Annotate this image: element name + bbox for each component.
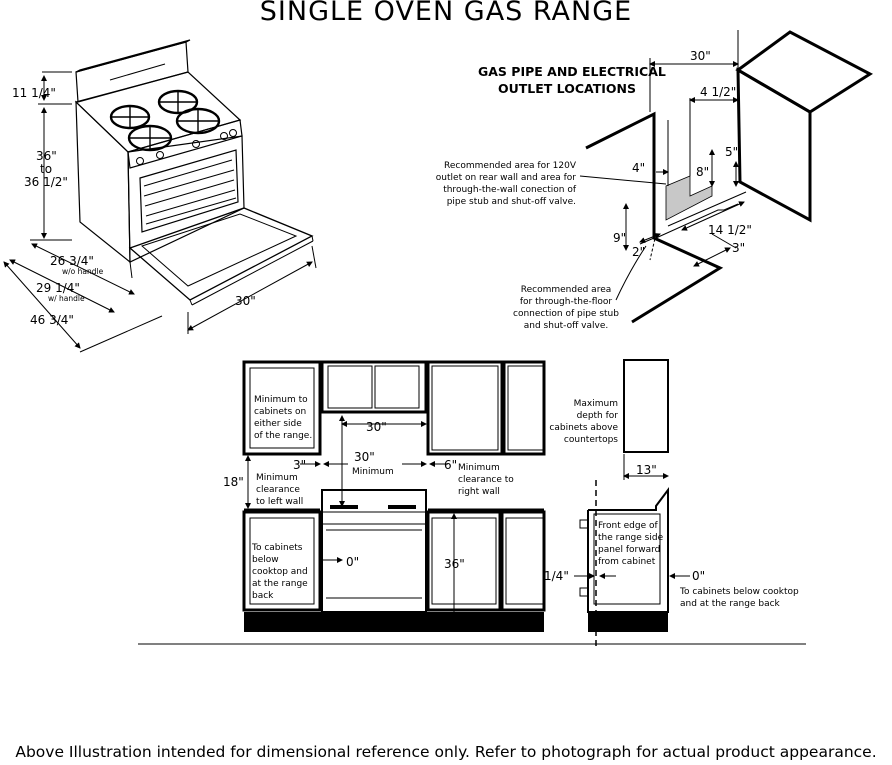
range-width-label: 30" xyxy=(235,294,256,308)
gas-pipe-heading-1: GAS PIPE AND ELECTRICAL xyxy=(478,64,666,79)
svg-text:Minimum to: Minimum to xyxy=(254,395,308,405)
depth-no-handle-note: w/o handle xyxy=(62,267,104,276)
svg-text:Minimum: Minimum xyxy=(256,473,298,483)
top-height-label: 11 1/4" xyxy=(12,86,56,100)
svg-text:cabinets on: cabinets on xyxy=(254,407,306,417)
left-clear-note: Minimum clearance to left wall xyxy=(256,473,303,507)
gas-dim-5: 5" xyxy=(725,145,738,159)
svg-text:of the range.: of the range. xyxy=(254,431,312,441)
svg-text:depth for: depth for xyxy=(577,411,619,421)
wall-outlet-note: Recommended area for 120V outlet on rear… xyxy=(436,161,577,207)
svg-text:at the range: at the range xyxy=(252,579,308,589)
svg-text:Recommended area: Recommended area xyxy=(521,285,612,295)
height-18-label: 18" xyxy=(223,475,244,489)
svg-text:below: below xyxy=(252,555,279,565)
svg-text:from cabinet: from cabinet xyxy=(598,557,656,567)
gas-dim-8: 8" xyxy=(696,165,709,179)
gas-dim-2: 2" xyxy=(632,245,645,259)
svg-text:the range side: the range side xyxy=(598,533,664,543)
side-depth-13: 13" xyxy=(636,463,657,477)
svg-text:To cabinets below cooktop: To cabinets below cooktop xyxy=(679,587,799,597)
depth-door-open-label: 46 3/4" xyxy=(30,313,74,327)
right-clear-note: Minimum clearance to right wall xyxy=(458,463,514,497)
install-min-30: 30" xyxy=(354,450,375,464)
svg-text:cabinets above: cabinets above xyxy=(549,423,618,433)
depth-handle-label: 29 1/4" xyxy=(36,281,80,295)
gas-dim-14-half: 14 1/2" xyxy=(708,223,752,237)
height-label-2: to xyxy=(40,162,52,176)
counter-height-label: 36" xyxy=(444,557,465,571)
gas-width-label: 30" xyxy=(690,49,711,63)
side-below-note: To cabinets below cooktop and at the ran… xyxy=(679,587,799,609)
disclaimer-footer: Above Illustration intended for dimensio… xyxy=(15,743,877,761)
knob-icons xyxy=(136,129,237,165)
side-zero: 0" xyxy=(692,569,705,583)
svg-text:outlet on rear wall and area f: outlet on rear wall and area for xyxy=(436,173,576,183)
svg-text:clearance: clearance xyxy=(256,485,300,495)
svg-text:cooktop and: cooktop and xyxy=(252,567,308,577)
svg-text:clearance to: clearance to xyxy=(458,475,514,485)
svg-text:back: back xyxy=(252,591,274,601)
svg-text:Recommended area for 120V: Recommended area for 120V xyxy=(444,161,577,171)
height-label-1: 36" xyxy=(36,149,57,163)
max-depth-note: Maximum depth for cabinets above counter… xyxy=(549,399,618,445)
svg-text:to left wall: to left wall xyxy=(256,497,303,507)
gas-pipe-diagram xyxy=(579,30,873,324)
svg-text:Minimum: Minimum xyxy=(458,463,500,473)
right-clear-label: 6" xyxy=(444,458,457,472)
svg-text:panel forward: panel forward xyxy=(598,545,660,555)
floor-pipe-note: Recommended area for through-the-floor c… xyxy=(513,285,619,331)
svg-text:pipe stub and shut-off valve.: pipe stub and shut-off valve. xyxy=(447,197,576,207)
svg-text:for through-the-floor: for through-the-floor xyxy=(520,297,613,307)
front-edge-note: Front edge of the range side panel forwa… xyxy=(598,521,664,567)
front-installation-view xyxy=(138,360,806,645)
svg-text:either side: either side xyxy=(254,419,302,429)
page-title: SINGLE OVEN GAS RANGE xyxy=(259,0,633,27)
svg-text:and shut-off valve.: and shut-off valve. xyxy=(524,321,608,331)
zero-clear-label: 0" xyxy=(346,555,359,569)
left-clear-label: 3" xyxy=(293,458,306,472)
install-min-30-label: Minimum xyxy=(352,467,394,477)
svg-text:right wall: right wall xyxy=(458,487,500,497)
depth-no-handle-label: 26 3/4" xyxy=(50,254,94,268)
svg-text:Front edge of: Front edge of xyxy=(598,521,658,531)
gas-offset-label: 4 1/2" xyxy=(700,85,736,99)
range-illustration xyxy=(74,39,314,306)
install-width-label: 30" xyxy=(366,420,387,434)
side-view xyxy=(574,359,690,646)
side-quarter-inch: 1/4" xyxy=(544,569,569,583)
min-cabinets-note: Minimum to cabinets on either side of th… xyxy=(254,395,312,441)
range-dimensions xyxy=(3,71,317,353)
depth-handle-note: w/ handle xyxy=(48,294,85,303)
svg-text:countertops: countertops xyxy=(564,435,618,445)
svg-text:connection of pipe stub: connection of pipe stub xyxy=(513,309,619,319)
height-label-3: 36 1/2" xyxy=(24,175,68,189)
gas-dim-3: 3" xyxy=(732,241,745,255)
below-cooktop-note: To cabinets below cooktop and at the ran… xyxy=(251,543,308,601)
gas-pipe-heading-2: OUTLET LOCATIONS xyxy=(498,81,636,96)
gas-dim-9: 9" xyxy=(613,231,626,245)
gas-dim-4: 4" xyxy=(632,161,645,175)
svg-text:Maximum: Maximum xyxy=(574,399,618,409)
svg-text:through-the-wall conection of: through-the-wall conection of xyxy=(443,185,577,195)
svg-text:and at the range back: and at the range back xyxy=(680,599,781,609)
svg-text:To cabinets: To cabinets xyxy=(251,543,303,553)
burner-icons xyxy=(109,89,221,152)
